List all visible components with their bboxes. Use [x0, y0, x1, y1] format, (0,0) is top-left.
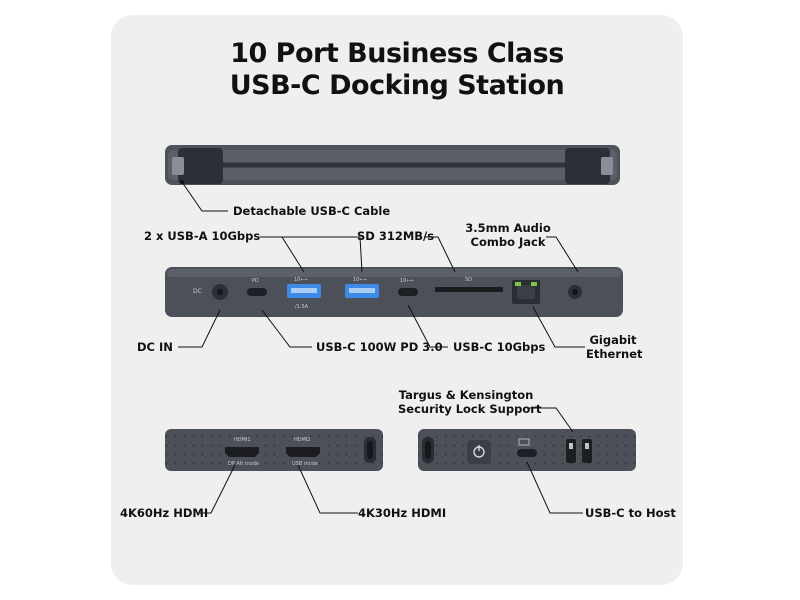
usb-a-2-marking: 10⟷ [353, 277, 367, 283]
hdmi-port-1 [225, 447, 259, 457]
kensington-lock-slot [566, 439, 576, 463]
usb-c-10-port [398, 288, 418, 296]
callout-usb-a: 2 x USB-A 10Gbps [144, 229, 261, 243]
pd-marking: PD [252, 278, 259, 284]
callout-ethernet-line-1: Gigabit [589, 333, 637, 347]
usb-c-10-marking: 10⟷ [400, 278, 414, 284]
callout-sd: SD 312MB/s [357, 229, 435, 243]
callout-hdmi-4k60: 4K60Hz HDMI [120, 506, 209, 520]
callout-dc-in: DC IN [137, 340, 173, 354]
callout-usb-c-10gbps: USB-C 10Gbps [453, 340, 546, 354]
usb-a-rating: /1.5A [295, 304, 309, 310]
hdmi2-mode: USB mode [292, 461, 318, 467]
cable-connector-left [178, 148, 223, 184]
dock-top-view [165, 145, 620, 185]
title-line-2: USB-C Docking Station [229, 70, 565, 101]
hdmi2-marking: HDMI2 [294, 437, 311, 443]
callout-hdmi-4k30: 4K30Hz HDMI [358, 506, 447, 520]
usb-c-host-port [517, 449, 537, 457]
usb-c-pd-port [247, 288, 267, 296]
callout-leader-lines [178, 180, 585, 514]
callout-lock-line-2: Security Lock Support [398, 402, 542, 416]
laptop-icon [518, 438, 530, 446]
title-line-1: 10 Port Business Class [230, 38, 564, 69]
callout-detachable-cable: Detachable USB-C Cable [233, 204, 391, 218]
hdmi1-mode: DP Alt mode [228, 461, 259, 467]
callout-usb-c-host: USB-C to Host [585, 506, 676, 520]
callout-audio-line-1: 3.5mm Audio [465, 221, 551, 235]
sd-card-slot [435, 287, 503, 292]
callout-ethernet-line-2: Ethernet [586, 347, 643, 361]
cable-connector-right [565, 148, 610, 184]
sd-marking: SD [465, 277, 472, 283]
dock-front-view: DC PD 10⟷ /1.5A 10⟷ 10⟷ SD [165, 267, 623, 317]
power-button [467, 440, 491, 464]
dock-right-side-view [418, 429, 636, 471]
callout-lock-line-1: Targus & Kensington [398, 388, 534, 402]
hdmi-port-2 [286, 447, 320, 457]
callout-audio-line-2: Combo Jack [470, 235, 546, 249]
dock-left-side-view: HDMI1 DP Alt mode HDMI2 USB mode [165, 429, 383, 471]
targus-lock-slot [582, 439, 592, 463]
dc-marking: DC [193, 288, 202, 295]
callout-usb-c-pd: USB-C 100W PD 3.0 [316, 340, 443, 354]
hdmi1-marking: HDMI1 [234, 437, 251, 443]
usb-a-1-marking: 10⟷ [294, 277, 308, 283]
